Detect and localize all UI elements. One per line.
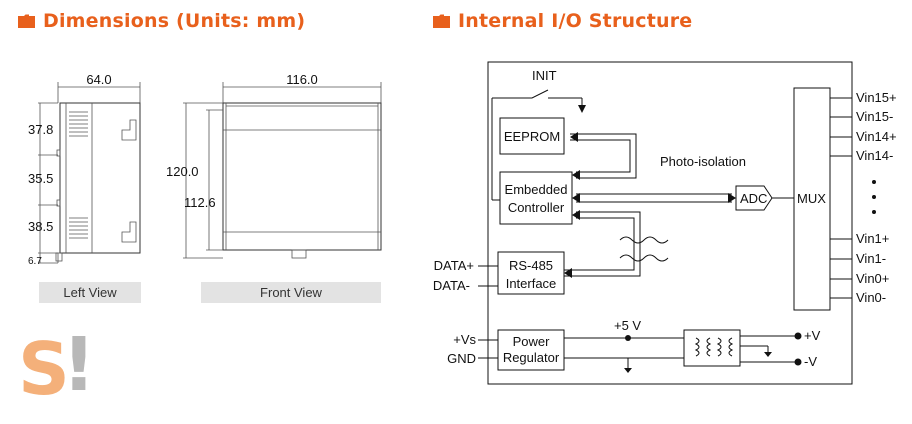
plus-v-label: +V bbox=[804, 328, 821, 343]
channel-label: Vin14- bbox=[856, 148, 893, 163]
channel-label: Vin15- bbox=[856, 109, 893, 124]
front-height-inner-label: 112.6 bbox=[184, 195, 216, 210]
left-view-label: Left View bbox=[39, 282, 141, 303]
terminal-dot bbox=[794, 358, 802, 366]
front-view-label: Front View bbox=[201, 282, 381, 303]
arrow-icon bbox=[572, 193, 580, 203]
adc-label: ADC bbox=[740, 191, 767, 206]
left-seg-4-label: 6.7 bbox=[28, 256, 42, 267]
channel-label: Vin14+ bbox=[856, 129, 897, 144]
ellipsis-dot bbox=[872, 195, 876, 199]
mux-label: MUX bbox=[797, 191, 826, 206]
dimension-drawing: 64.0 37.8 35.5 38.5 6.7 116.0 120.0 112.… bbox=[28, 72, 382, 267]
mux-block bbox=[793, 87, 831, 311]
channel-label: Vin1+ bbox=[856, 231, 889, 246]
init-label: INIT bbox=[532, 68, 557, 83]
left-seg-1-label: 37.8 bbox=[28, 122, 53, 137]
controller-label-1: Embedded bbox=[505, 182, 568, 197]
channel-label: Vin0+ bbox=[856, 271, 889, 286]
io-title-text: Internal I/O Structure bbox=[458, 10, 693, 32]
ellipsis-dot bbox=[872, 180, 876, 184]
logo-letter: S bbox=[18, 327, 70, 400]
terminal-dot bbox=[625, 335, 631, 341]
plus5v-label: +5 V bbox=[614, 318, 641, 333]
rs485-block bbox=[497, 251, 565, 295]
folder-icon bbox=[18, 14, 35, 28]
ground-icon bbox=[624, 368, 632, 373]
arrow-icon bbox=[564, 268, 572, 278]
data-minus-label: DATA- bbox=[433, 278, 470, 293]
arrow-icon bbox=[572, 170, 580, 180]
left-seg-2-label: 35.5 bbox=[28, 171, 53, 186]
eeprom-label: EEPROM bbox=[504, 129, 560, 144]
dimensions-title: Dimensions (Units: mm) bbox=[18, 10, 305, 32]
rs485-label-2: Interface bbox=[506, 276, 557, 291]
logo-mark: ! bbox=[62, 322, 96, 400]
front-width-label: 116.0 bbox=[286, 72, 318, 87]
terminal-dot bbox=[794, 332, 802, 340]
arrow-icon bbox=[572, 210, 580, 220]
controller-block bbox=[499, 171, 573, 225]
arrow-icon bbox=[570, 132, 578, 142]
gnd-label: GND bbox=[447, 351, 476, 366]
eeprom-block bbox=[499, 117, 565, 155]
adc-block bbox=[735, 185, 773, 211]
dimensions-title-text: Dimensions (Units: mm) bbox=[43, 10, 306, 32]
init-switch bbox=[492, 89, 549, 99]
channel-label: Vin0- bbox=[856, 290, 886, 305]
vs-label: +Vs bbox=[453, 332, 476, 347]
channel-label: Vin15+ bbox=[856, 90, 897, 105]
power-regulator-block bbox=[497, 329, 565, 371]
minus-v-label: -V bbox=[804, 354, 817, 369]
front-height-outer-label: 120.0 bbox=[166, 164, 199, 179]
controller-label-2: Controller bbox=[508, 200, 565, 215]
arrow-icon bbox=[728, 193, 736, 203]
brand-logo: S ! bbox=[18, 322, 96, 400]
channel-label: Vin1- bbox=[856, 251, 886, 266]
rs485-label-1: RS-485 bbox=[509, 258, 553, 273]
dcdc-converter bbox=[683, 329, 741, 367]
left-seg-3-label: 38.5 bbox=[28, 219, 53, 234]
left-width-label: 64.0 bbox=[86, 72, 111, 87]
power-label-1: Power bbox=[513, 334, 551, 349]
power-label-2: Regulator bbox=[503, 350, 560, 365]
ground-icon bbox=[764, 352, 772, 357]
module-frame bbox=[487, 61, 853, 385]
data-plus-label: DATA+ bbox=[434, 258, 474, 273]
folder-icon bbox=[433, 14, 450, 28]
io-title: Internal I/O Structure bbox=[433, 10, 692, 32]
ellipsis-dot bbox=[872, 210, 876, 214]
photo-isolation-label: Photo-isolation bbox=[660, 154, 746, 169]
